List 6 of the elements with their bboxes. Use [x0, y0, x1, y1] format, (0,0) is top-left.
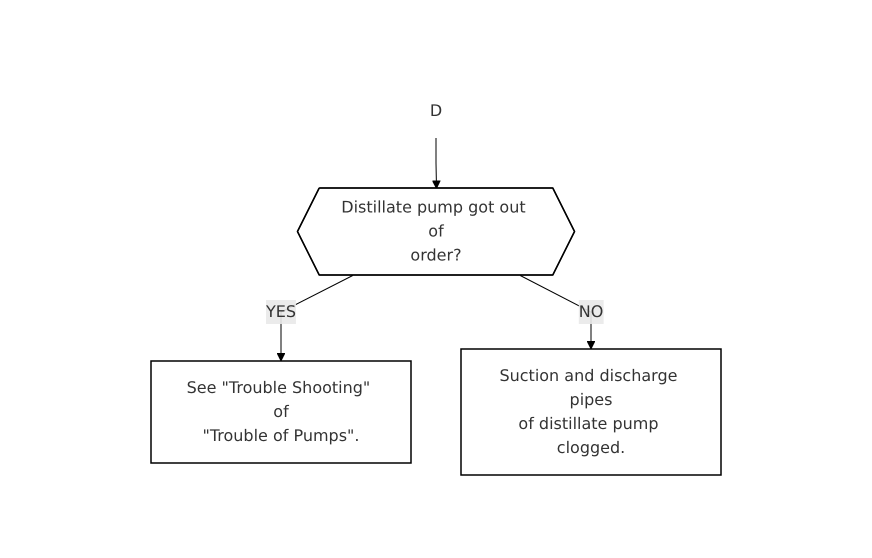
arrow	[432, 137, 441, 188]
edge-label: YES	[266, 302, 296, 320]
node-text: D	[430, 100, 442, 120]
edge-label: NO	[578, 302, 604, 320]
node-box: See "Trouble Shooting" of "Trouble of Pumps".	[150, 360, 412, 464]
node-box: Suction and discharge pipes of distillate pump clogged.	[460, 348, 722, 476]
